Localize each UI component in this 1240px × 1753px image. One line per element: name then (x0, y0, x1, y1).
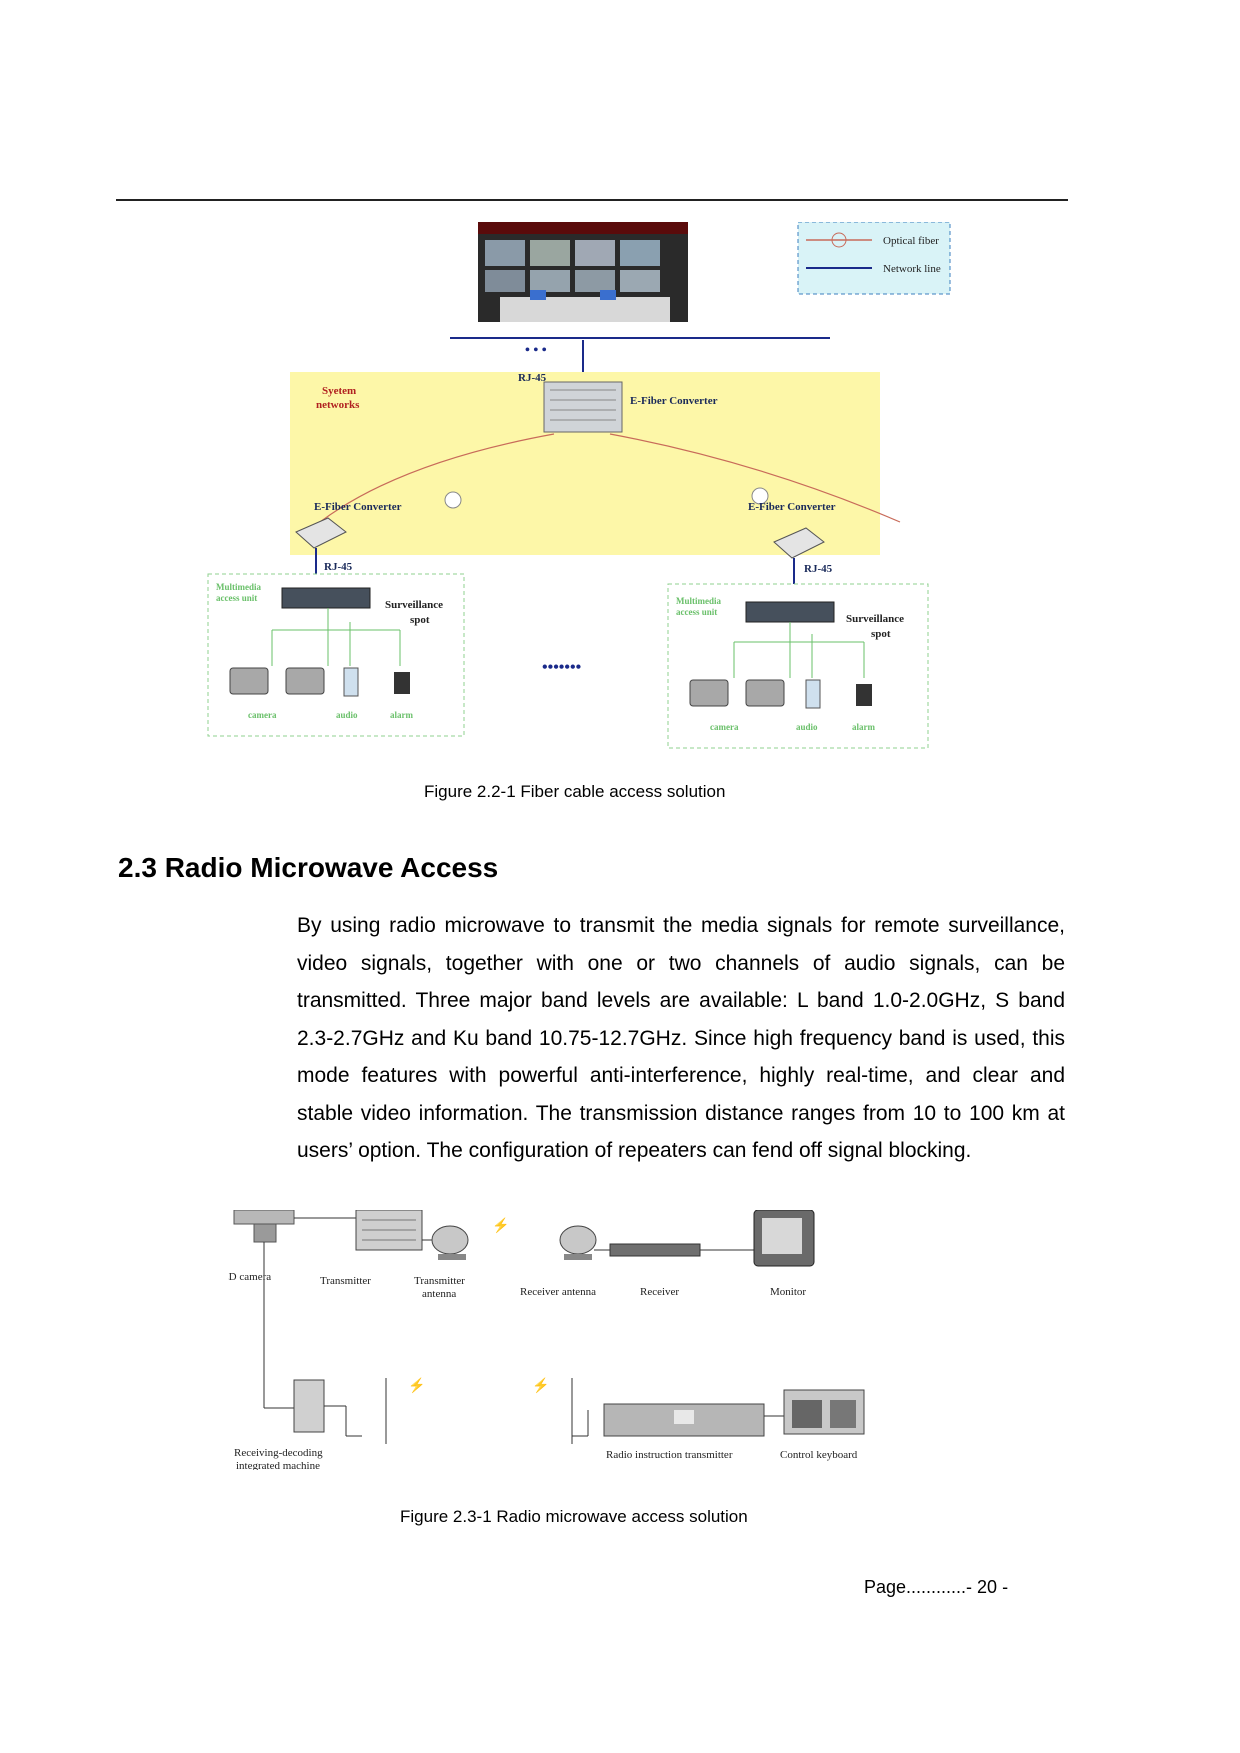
decoder-label-1: Receiving-decoding (234, 1447, 323, 1459)
audio-right-label: audio (796, 722, 818, 732)
ccd-camera-icon (233, 1210, 295, 1225)
left-converter-icon (295, 517, 347, 549)
svg-text:⚡: ⚡ (532, 1377, 549, 1394)
alarm-right-label: alarm (852, 722, 875, 732)
svg-text:•••••••: ••••••• (542, 659, 581, 676)
fiber-access-diagram: Optical fiber Network line • • • RJ-45 S… (207, 222, 951, 749)
microwave-access-diagram: ⚡ CCD camera Transmitter Transmitter ant… (228, 1210, 865, 1470)
transmitter-antenna-label-2: antenna (422, 1288, 456, 1300)
decoder-label-2: integrated machine (236, 1460, 320, 1470)
right-converter-icon (773, 527, 825, 559)
receiver-icon (609, 1243, 701, 1257)
svg-text:⚡: ⚡ (408, 1377, 425, 1394)
rj45-right-label: RJ-45 (804, 563, 833, 575)
page-number: Page............- 20 - (864, 1577, 1009, 1597)
control-keyboard-label: Control keyboard (780, 1449, 858, 1461)
legend-optical-fiber: Optical fiber (883, 235, 939, 247)
ccd-camera-label: CCD camera (228, 1271, 271, 1283)
camera-left-label: camera (248, 710, 277, 720)
converter-left-label: E-Fiber Converter (314, 501, 402, 513)
receiver-antenna-icon (559, 1225, 597, 1255)
camera-right-label: camera (710, 722, 739, 732)
legend-network-line: Network line (883, 263, 941, 275)
header-rule (116, 199, 1068, 201)
figure-2-3-1-caption: Figure 2.3-1 Radio microwave access solu… (400, 1507, 748, 1526)
monitoring-center-image (478, 222, 688, 322)
legend-box: Optical fiber Network line (797, 222, 951, 295)
central-converter-icon (543, 381, 623, 433)
receiving-decoding-machine-icon (293, 1379, 325, 1433)
converter-right-label: E-Fiber Converter (748, 501, 836, 513)
figure-2-2-1-caption: Figure 2.2-1 Fiber cable access solution (424, 782, 726, 801)
converter-center-label: E-Fiber Converter (630, 395, 718, 407)
svg-text:⚡: ⚡ (492, 1217, 509, 1234)
receiver-label: Receiver (640, 1286, 679, 1298)
section-paragraph: By using radio microwave to transmit the… (297, 914, 1065, 1162)
rj45-left-label: RJ-45 (324, 561, 353, 573)
rj45-top-label: RJ-45 (518, 372, 547, 384)
transmitter-antenna-icon (431, 1225, 469, 1255)
alarm-left-label: alarm (390, 710, 413, 720)
receiver-antenna-label: Receiver antenna (520, 1286, 596, 1298)
audio-left-label: audio (336, 710, 358, 720)
section-heading: 2.3 Radio Microwave Access (118, 852, 499, 883)
transmitter-antenna-label-1: Transmitter (414, 1275, 465, 1287)
instruction-transmitter-label: Radio instruction transmitter (606, 1449, 733, 1461)
monitor-label: Monitor (770, 1286, 806, 1298)
svg-text:• • •: • • • (525, 343, 547, 358)
transmitter-label: Transmitter (320, 1275, 371, 1287)
